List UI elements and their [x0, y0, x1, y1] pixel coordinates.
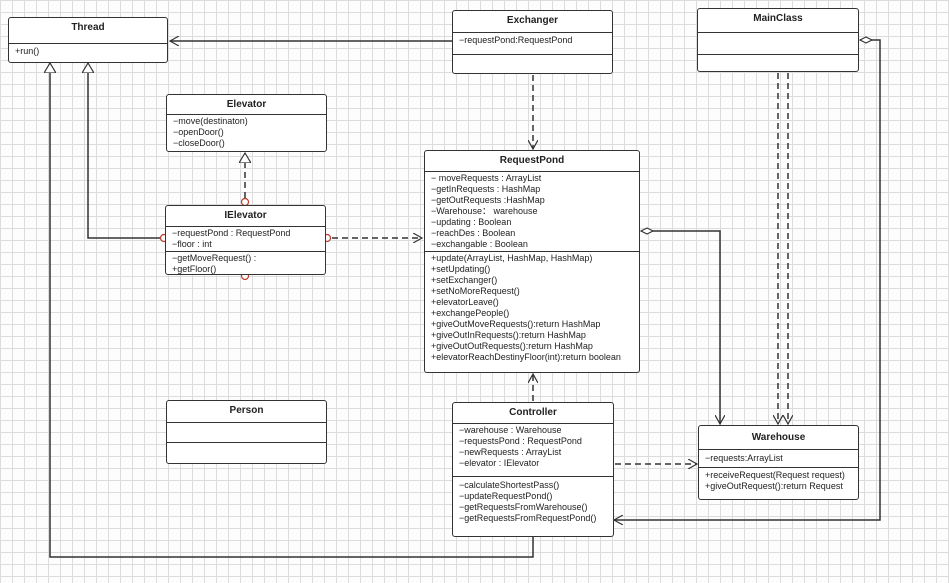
operation: −openDoor() — [173, 127, 224, 137]
operation: +update(ArrayList, HashMap, HashMap) — [431, 253, 593, 263]
operation: +giveOutOutRequests():return HashMap — [431, 341, 593, 351]
attribute: − moveRequests : ArrayList — [431, 173, 542, 183]
class-name: Exchanger — [453, 11, 612, 33]
class-controller[interactable]: Controller −warehouse : Warehouse −reque… — [452, 402, 614, 537]
attribute: −getInRequests : HashMap — [431, 184, 541, 194]
operation: +setNoMoreRequest() — [431, 286, 520, 296]
operation: +getFloor() — [172, 264, 217, 274]
class-name: Warehouse — [699, 426, 858, 450]
class-ielevator[interactable]: IElevator −requestPond : RequestPond −fl… — [165, 205, 326, 275]
operations-compartment: +receiveRequest(Request request) +giveOu… — [699, 468, 858, 499]
class-name: IElevator — [166, 206, 325, 227]
attribute: −elevator : IElevator — [459, 458, 540, 468]
class-name: Controller — [453, 403, 613, 424]
operations-compartment: −move(destinaton) −openDoor() −closeDoor… — [167, 115, 326, 151]
operations-compartment: −getMoveRequest() : +getFloor() — [166, 252, 325, 277]
class-name: Elevator — [167, 95, 326, 115]
attribute: −requests:ArrayList — [705, 453, 783, 463]
attributes-compartment: −requestPond:RequestPond — [453, 33, 612, 55]
operation: +elevatorLeave() — [431, 297, 499, 307]
attribute: −updating : Boolean — [431, 217, 512, 227]
operation: +giveOutRequest():return Request — [705, 481, 843, 491]
attribute: −newRequests : ArrayList — [459, 447, 562, 457]
attribute: −requestPond:RequestPond — [459, 35, 573, 45]
operations-compartment: +update(ArrayList, HashMap, HashMap) +se… — [425, 252, 639, 372]
class-name: RequestPond — [425, 151, 639, 172]
operation: −closeDoor() — [173, 138, 225, 148]
class-name: Thread — [9, 18, 167, 44]
operation: +giveOutMoveRequests():return HashMap — [431, 319, 601, 329]
attribute: −exchangable : Boolean — [431, 239, 528, 249]
attributes-compartment: −requestPond : RequestPond −floor : int — [166, 227, 325, 252]
operations-compartment — [167, 443, 326, 463]
link-ielevator-thread — [88, 63, 165, 239]
class-warehouse[interactable]: Warehouse −requests:ArrayList +receiveRe… — [698, 425, 859, 500]
attributes-compartment: − moveRequests : ArrayList −getInRequest… — [425, 172, 639, 252]
operation: −updateRequestPond() — [459, 491, 553, 501]
class-name: Person — [167, 401, 326, 423]
attribute: −requestPond : RequestPond — [172, 228, 291, 238]
operation: −calculateShortestPass() — [459, 480, 560, 490]
attributes-compartment — [698, 33, 858, 55]
operations-compartment: −calculateShortestPass() −updateRequestP… — [453, 477, 613, 536]
class-requestpond[interactable]: RequestPond − moveRequests : ArrayList −… — [424, 150, 640, 373]
attribute: −warehouse : Warehouse — [459, 425, 562, 435]
attributes-compartment: −warehouse : Warehouse −requestsPond : R… — [453, 424, 613, 477]
class-exchanger[interactable]: Exchanger −requestPond:RequestPond — [452, 10, 613, 74]
attributes-compartment — [167, 423, 326, 443]
attribute: −reachDes : Boolean — [431, 228, 516, 238]
class-name: MainClass — [698, 9, 858, 33]
class-elevator[interactable]: Elevator −move(destinaton) −openDoor() −… — [166, 94, 327, 152]
operations-compartment: +run() — [9, 44, 167, 62]
operation: +giveOutInRequests():return HashMap — [431, 330, 586, 340]
operation: +setExchanger() — [431, 275, 498, 285]
attribute: −floor : int — [172, 239, 212, 249]
operation: +setUpdating() — [431, 264, 491, 274]
attribute: −getOutRequests :HashMap — [431, 195, 545, 205]
operations-compartment — [698, 55, 858, 71]
class-person[interactable]: Person — [166, 400, 327, 464]
attribute: −requestsPond : RequestPond — [459, 436, 582, 446]
operation: −getMoveRequest() : — [172, 253, 257, 263]
attribute: −Warehouse： warehouse — [431, 206, 538, 216]
attributes-compartment: −requests:ArrayList — [699, 450, 858, 468]
operation: −getRequestsFromRequestPond() — [459, 513, 597, 523]
operations-compartment — [453, 55, 612, 73]
class-thread[interactable]: Thread +run() — [8, 17, 168, 63]
operation: +elevatorReachDestinyFloor(int):return b… — [431, 352, 621, 362]
operation: +run() — [15, 46, 40, 56]
operation: −move(destinaton) — [173, 116, 248, 126]
operation: +receiveRequest(Request request) — [705, 470, 845, 480]
operation: +exchangePeople() — [431, 308, 510, 318]
operation: −getRequestsFromWarehouse() — [459, 502, 588, 512]
class-mainclass[interactable]: MainClass — [697, 8, 859, 72]
link-requestpond-warehouse — [641, 231, 720, 424]
